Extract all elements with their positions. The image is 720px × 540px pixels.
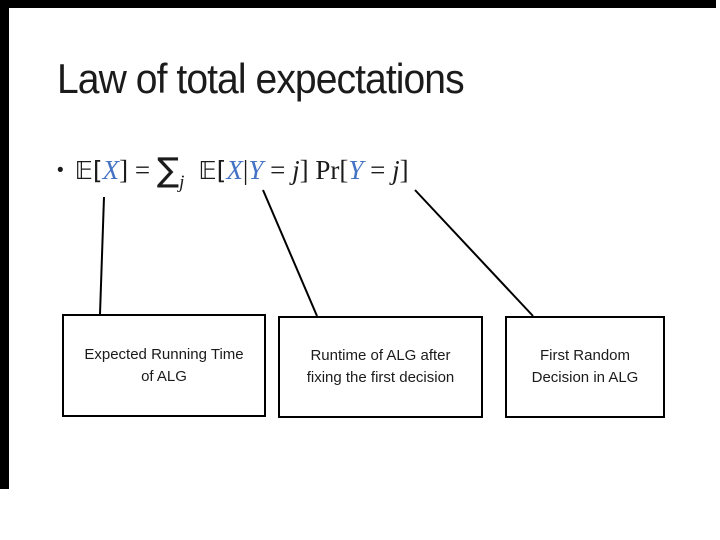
connector-line-2 — [262, 189, 318, 317]
connector-line-1 — [99, 196, 105, 315]
callout-box-expected-running-time: Expected Running Time of ALG — [62, 314, 266, 417]
callout-box-text-line: Decision in ALG — [531, 369, 639, 386]
formula-var-j-1: j — [292, 155, 300, 185]
formula-close-2: ] — [299, 155, 316, 185]
formula-equals-1: = — [263, 155, 293, 185]
summation-icon: ∑ — [156, 150, 180, 189]
callout-box-text-line: Expected Running Time — [84, 345, 244, 363]
formula-var-Y-2: Y — [348, 155, 364, 185]
callout-box-text-line: fixing the first decision — [306, 369, 455, 386]
formula-expectation-open-2: 𝔼[ — [198, 156, 227, 185]
callout-box-text-line: of ALG — [141, 367, 187, 385]
callout-box-runtime-after-fixing: Runtime of ALG after fixing the first de… — [278, 316, 483, 418]
formula-var-Y-1: Y — [248, 155, 264, 185]
formula-var-j-2: j — [392, 155, 400, 185]
callout-box-first-random-decision: First Random Decision in ALG — [505, 316, 665, 418]
connector-line-3 — [414, 189, 534, 317]
formula-var-X-1: X — [102, 155, 120, 185]
slide-title: Law of total expectations — [57, 55, 465, 102]
callout-box-text-line: Runtime of ALG after — [310, 347, 451, 364]
top-edge-bar — [0, 0, 716, 8]
left-edge-bar — [0, 0, 9, 489]
formula-pr-open: Pr[ — [315, 155, 349, 185]
callout-box-text-line: First Random — [539, 347, 631, 364]
formula-expectation-open-1: 𝔼[ — [74, 156, 103, 185]
formula-equals-2: = — [363, 155, 393, 185]
formula-close-3: ] — [399, 155, 409, 185]
summation-subscript: j — [179, 172, 185, 193]
formula-conditional-bar: | — [242, 155, 249, 185]
formula-var-X-2: X — [226, 155, 243, 185]
bullet-icon: • — [57, 160, 64, 181]
formula-close-equals: ] = — [119, 155, 157, 185]
